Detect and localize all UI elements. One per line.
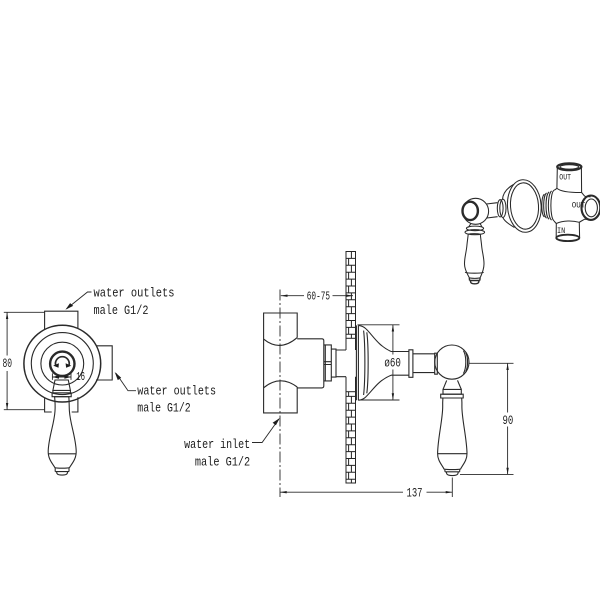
- svg-text:water outlets: water outlets: [137, 383, 216, 398]
- svg-text:137: 137: [407, 486, 423, 500]
- svg-text:male G1/2: male G1/2: [195, 454, 250, 469]
- svg-text:60-75: 60-75: [307, 291, 330, 304]
- svg-text:OUT: OUT: [559, 173, 571, 182]
- svg-text:16: 16: [76, 371, 85, 384]
- svg-text:male G1/2: male G1/2: [94, 303, 149, 318]
- svg-text:80: 80: [3, 357, 13, 371]
- svg-text:OUT: OUT: [572, 202, 586, 211]
- svg-text:male G1/2: male G1/2: [137, 401, 190, 416]
- svg-text:water inlet: water inlet: [184, 437, 250, 452]
- svg-text:ø60: ø60: [384, 355, 401, 370]
- svg-text:water outlets: water outlets: [94, 286, 175, 301]
- svg-text:90: 90: [503, 413, 514, 428]
- svg-text:IN: IN: [557, 227, 565, 236]
